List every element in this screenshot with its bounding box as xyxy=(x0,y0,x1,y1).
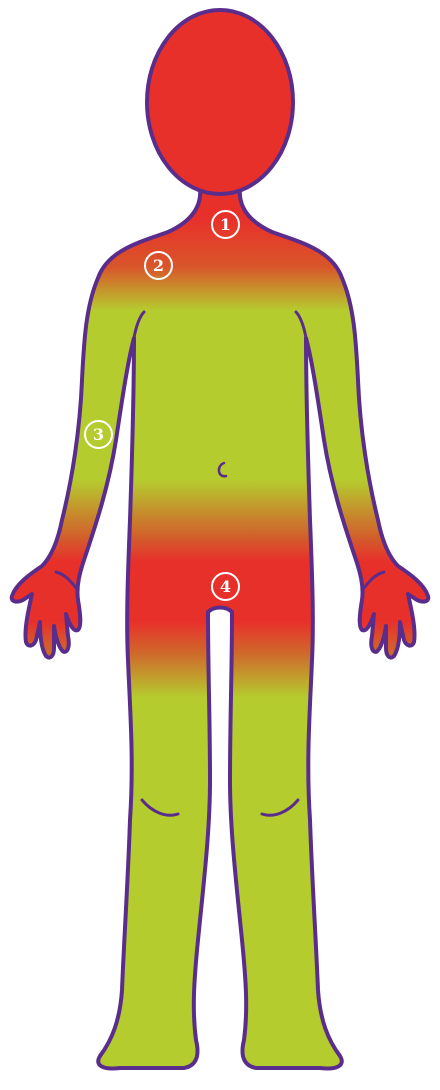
marker-2: 2 xyxy=(144,251,173,280)
torso-and-limbs xyxy=(0,188,440,1069)
head xyxy=(147,10,293,194)
marker-3: 3 xyxy=(84,420,113,449)
marker-1: 1 xyxy=(211,210,240,239)
marker-4: 4 xyxy=(211,572,240,601)
